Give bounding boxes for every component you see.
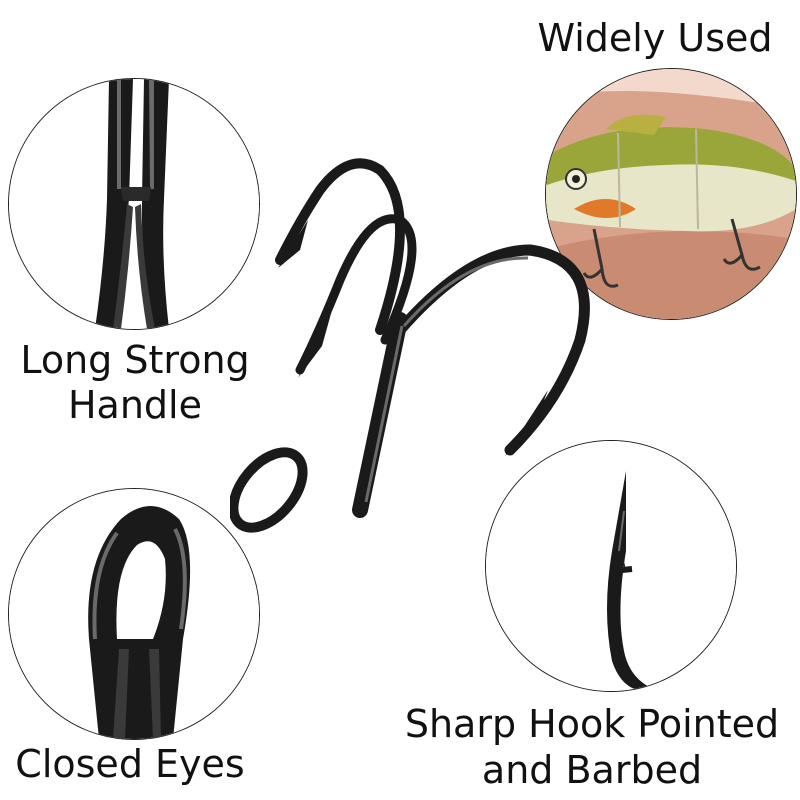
lure-photo-circle	[545, 68, 797, 320]
closed-eyes-label: Closed Eyes	[15, 742, 245, 786]
long-strong-handle-label-line1: Long Strong	[20, 338, 250, 382]
widely-used-label: Widely Used	[537, 16, 773, 60]
hook-shank-closeup-image	[9, 79, 259, 329]
eye-detail-circle	[8, 488, 260, 740]
barbed-point-closeup-image	[486, 441, 736, 691]
treble-hook-main	[230, 120, 610, 560]
handle-detail-circle	[8, 78, 260, 330]
point-detail-circle	[485, 440, 737, 692]
treble-hook-image	[230, 158, 590, 533]
sharp-hook-label-line1: Sharp Hook Pointed	[404, 702, 780, 746]
long-strong-handle-label-line2: Handle	[67, 383, 202, 427]
fishing-lure-in-hand-image	[546, 69, 796, 319]
sharp-hook-label-line2: and Barbed	[481, 748, 703, 792]
closed-eye-closeup-image	[9, 489, 259, 739]
